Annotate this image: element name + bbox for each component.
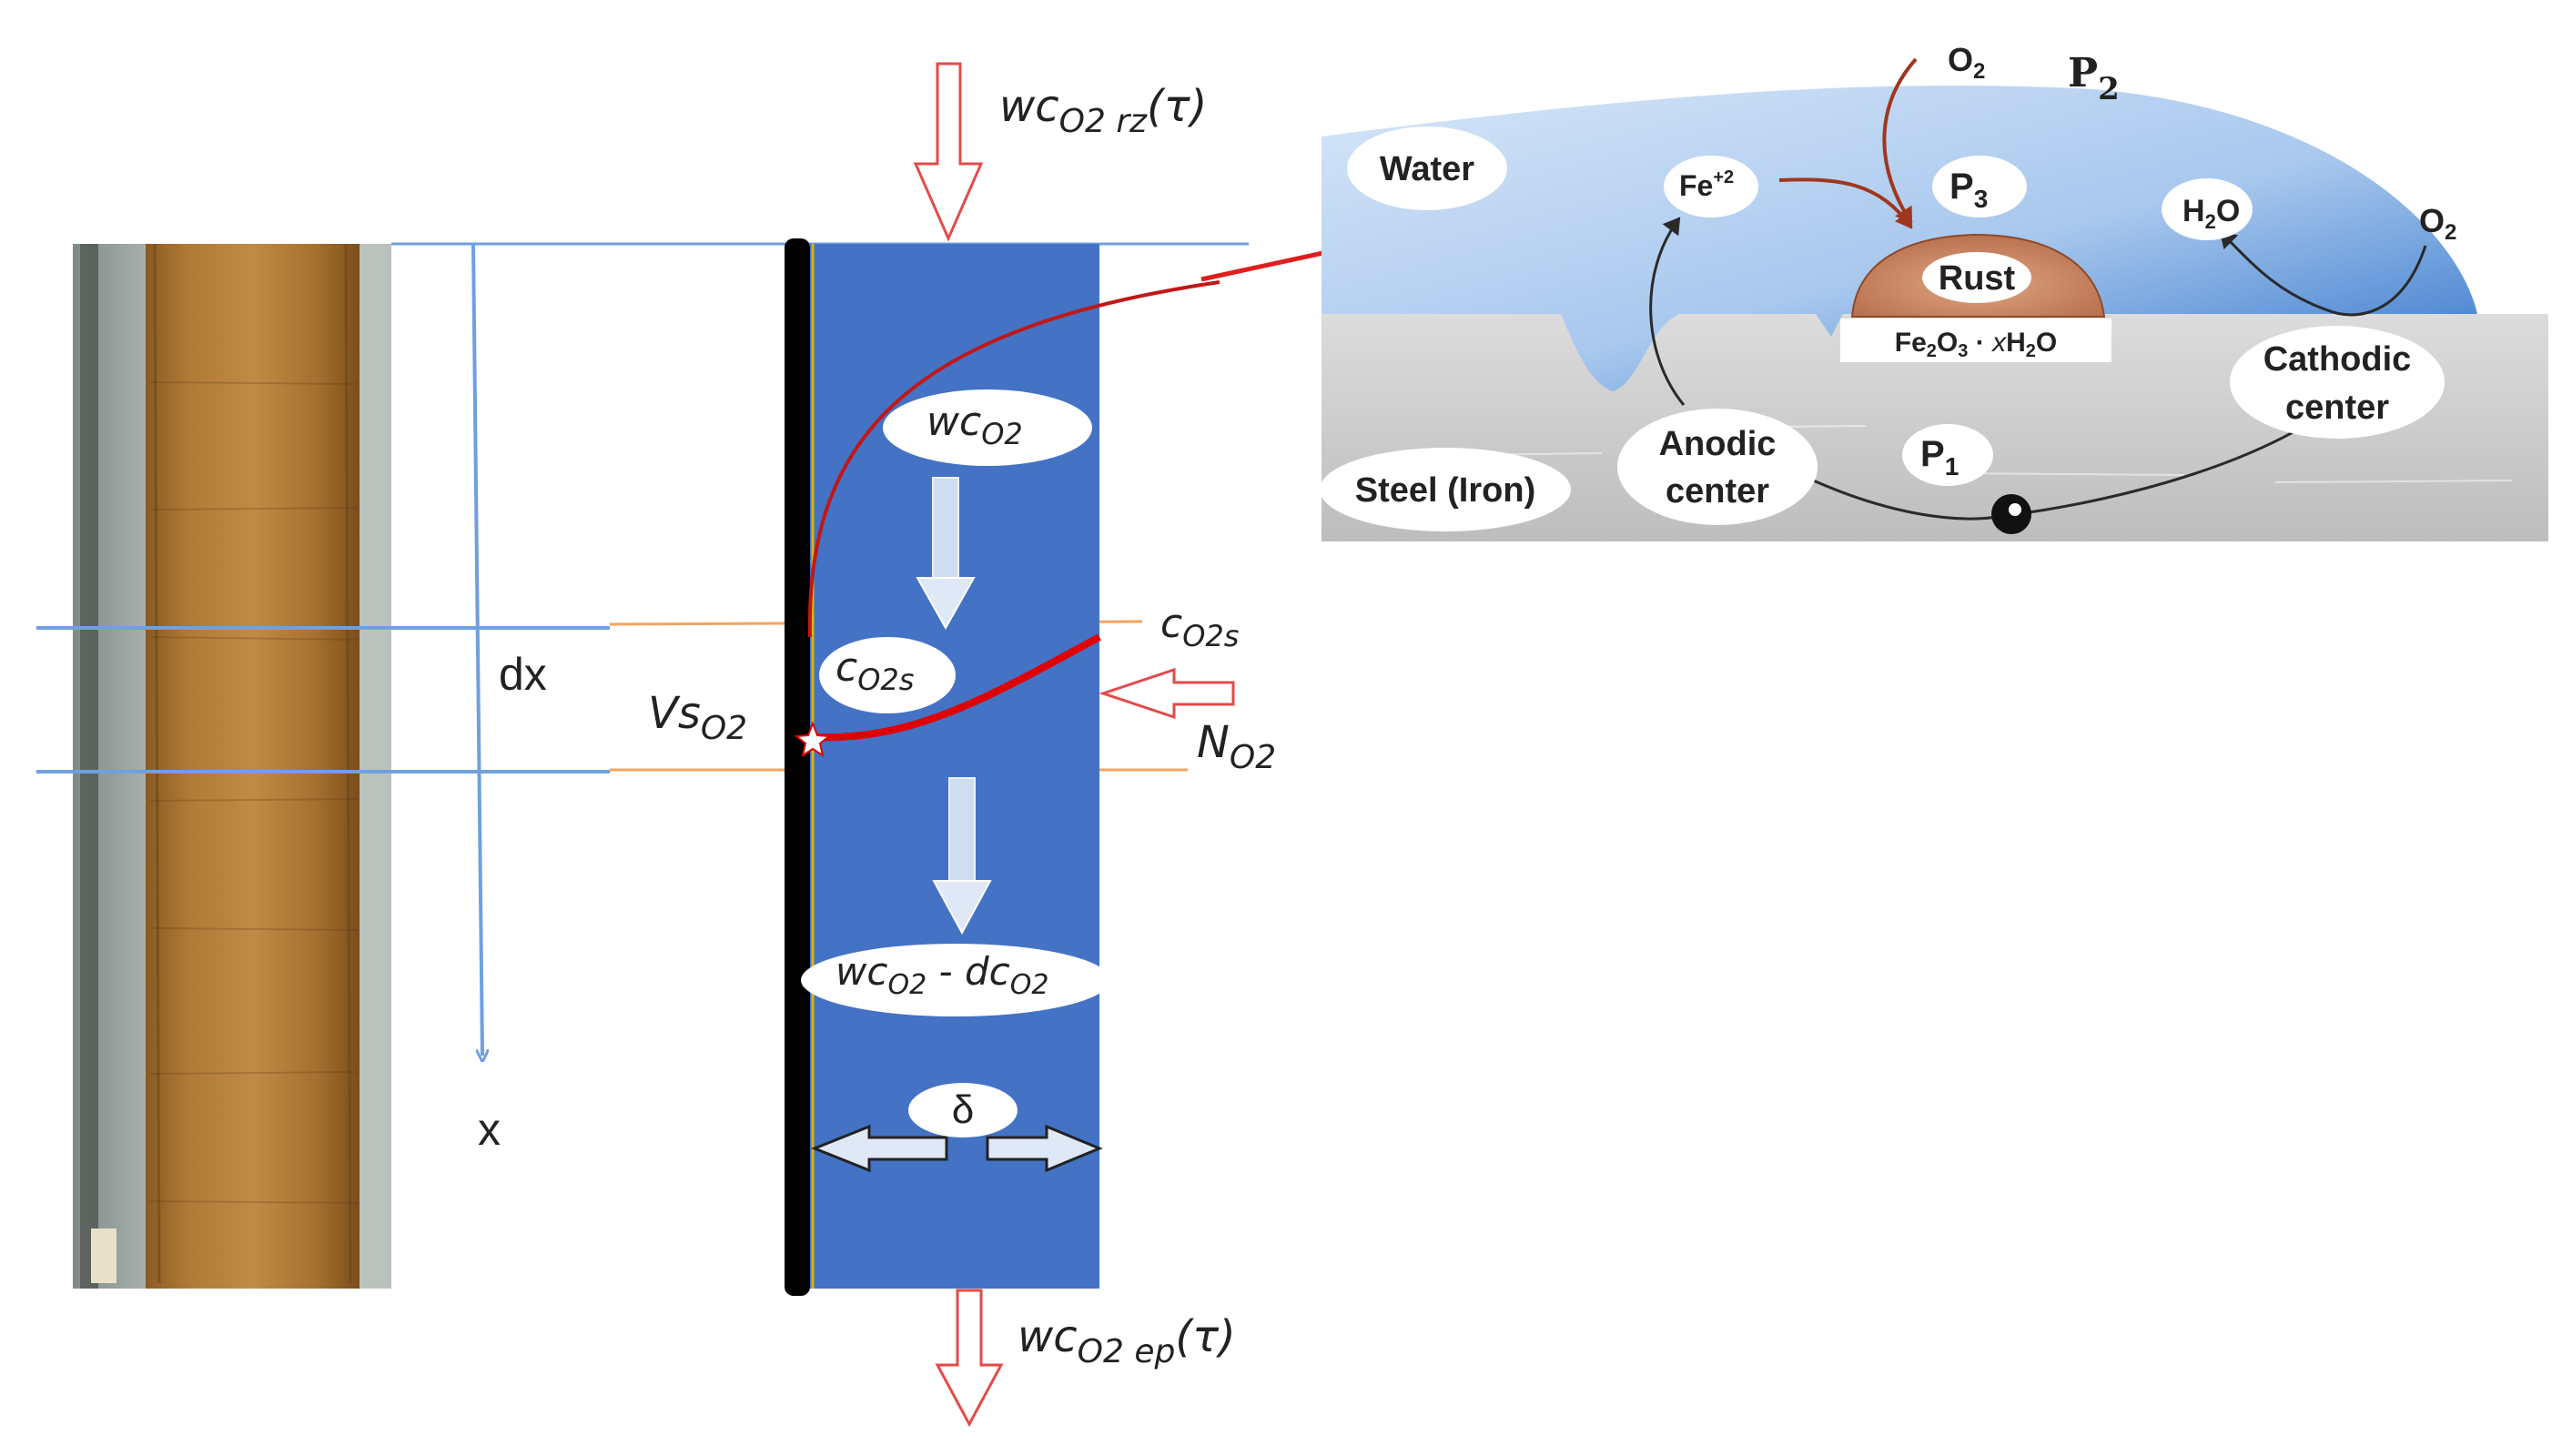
o2-right-label: O2 bbox=[2419, 202, 2456, 245]
c-o2s-ellipse bbox=[819, 637, 956, 713]
flow-out-arrow bbox=[935, 1289, 1004, 1428]
wc-o2-label: wcO2 bbox=[927, 399, 1023, 451]
p3-ellipse bbox=[1932, 156, 2027, 217]
water-region bbox=[1322, 86, 2477, 392]
wc-o2-ellipse bbox=[883, 389, 1092, 466]
water-ellipse bbox=[1347, 126, 1507, 210]
steel-ellipse bbox=[1320, 448, 1571, 531]
rust-label: Rust bbox=[1939, 259, 2016, 298]
flow-in-label: wcO2 rz(τ) bbox=[999, 81, 1207, 140]
down-flow-arrow-1 bbox=[916, 477, 976, 631]
wc-minus-dc-ellipse bbox=[801, 944, 1110, 1016]
reaction-star bbox=[794, 721, 832, 758]
wc-minus-dc-label: wcO2 - dcO2 bbox=[835, 949, 1048, 1001]
dx-label: dx bbox=[499, 649, 547, 700]
x-axis-arrow bbox=[471, 243, 482, 1056]
o2-to-rust-arrow bbox=[1882, 57, 1918, 225]
fe-ellipse bbox=[1664, 156, 1758, 217]
rust-formula-label: Fe2O3 · xH2O bbox=[1895, 328, 2057, 361]
cathodic-ellipse bbox=[2230, 326, 2445, 439]
delta-label: δ bbox=[952, 1087, 975, 1132]
cathodic-label-2: center bbox=[2285, 389, 2389, 427]
c-o2s-inner-label: cO2s bbox=[835, 644, 914, 697]
p2-label: P2 bbox=[2068, 50, 2120, 107]
flow-in-arrow bbox=[913, 62, 984, 242]
rust-formula-box bbox=[1840, 318, 2111, 362]
electron-icon bbox=[1991, 494, 2031, 534]
water-label: Water bbox=[1380, 150, 1474, 188]
c-o2s-outer-label: cO2s bbox=[1160, 601, 1239, 653]
o2-top-label: O2 bbox=[1948, 41, 1985, 84]
surface-concentration-curve bbox=[809, 633, 1101, 742]
anodic-ellipse bbox=[1617, 409, 1818, 525]
vs-o2-label: VsO2 bbox=[648, 688, 747, 747]
h2o-ellipse bbox=[2162, 178, 2253, 240]
fe-arrow bbox=[1649, 217, 1686, 406]
cathodic-label-1: Cathodic bbox=[2263, 340, 2412, 379]
n-o2-label: NO2 bbox=[1197, 717, 1276, 776]
rust-deposit bbox=[1840, 233, 2111, 362]
fe-label: Fe+2 bbox=[1679, 167, 1734, 202]
cathodic-reaction-arrow bbox=[2219, 230, 2427, 317]
p1-label: P1 bbox=[1920, 434, 1959, 480]
anodic-label-2: center bbox=[1666, 472, 1769, 511]
rust-ellipse bbox=[1922, 252, 2031, 303]
p1-ellipse bbox=[1902, 424, 1993, 486]
p3-label: P3 bbox=[1949, 167, 1988, 213]
h2o-label: H2O bbox=[2182, 194, 2240, 233]
down-flow-arrow-2 bbox=[932, 777, 992, 935]
steel-label: Steel (Iron) bbox=[1355, 471, 1535, 510]
flow-out-label: wcO2 ep(τ) bbox=[1018, 1311, 1236, 1370]
steel-wall bbox=[785, 238, 810, 1296]
delta-ellipse bbox=[908, 1083, 1018, 1138]
delta-thickness-arrows bbox=[810, 1124, 1103, 1173]
n-o2-arrow bbox=[1099, 667, 1235, 720]
anodic-label-1: Anodic bbox=[1659, 425, 1777, 463]
steel-strip-photo bbox=[73, 243, 391, 1289]
x-axis-label: x bbox=[478, 1104, 501, 1155]
o2-profile-curve bbox=[807, 280, 1220, 638]
